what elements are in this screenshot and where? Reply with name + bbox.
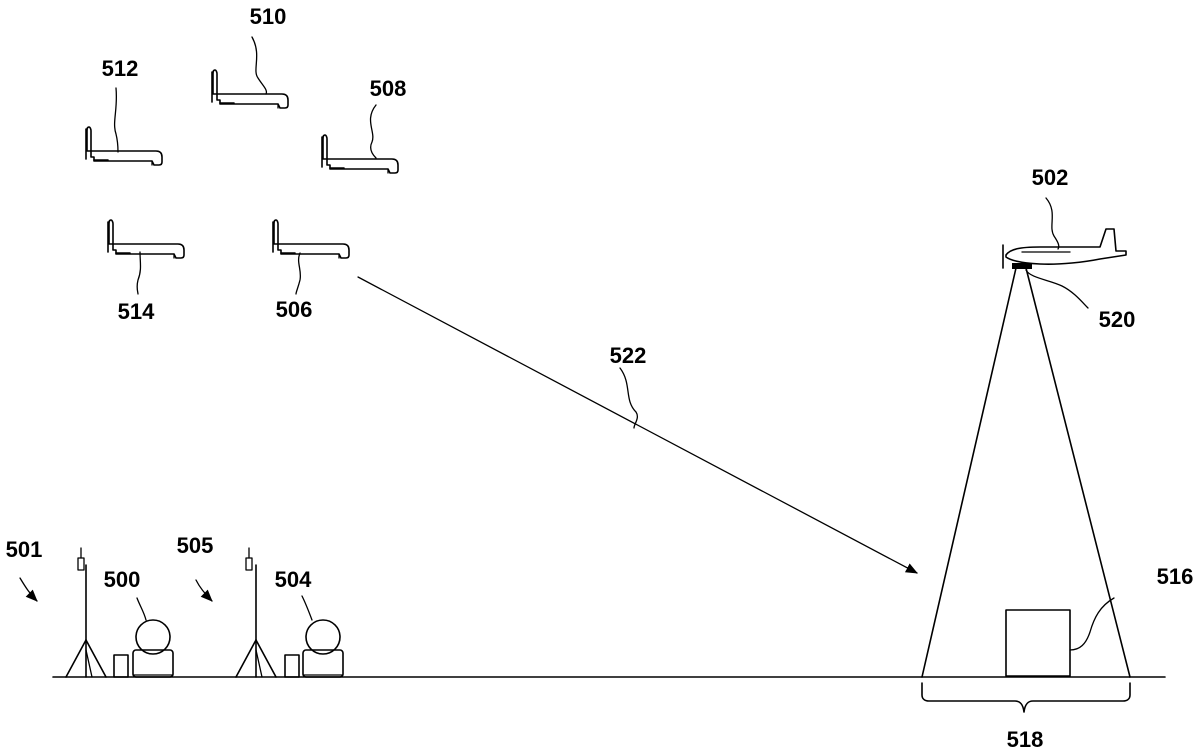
label-520: 520 [1099, 307, 1136, 332]
label-506: 506 [276, 297, 313, 322]
drone-506 [272, 219, 350, 295]
label-504: 504 [275, 567, 312, 592]
label-512: 512 [102, 56, 139, 81]
drone-510 [211, 36, 289, 109]
label-514: 514 [118, 299, 155, 324]
drone-514 [107, 219, 185, 295]
sensor-field-of-view [921, 267, 1131, 678]
drone-508 [321, 104, 399, 174]
aircraft-502 [1002, 197, 1127, 269]
leader-504 [301, 595, 313, 621]
antenna-mast-501 [65, 547, 107, 678]
label-501: 501 [6, 537, 43, 562]
label-500: 500 [104, 567, 141, 592]
label-516: 516 [1157, 564, 1194, 589]
label-505: 505 [177, 533, 214, 558]
dish-unit-500 [132, 619, 174, 678]
ground-station-501 [19, 547, 174, 678]
label-508: 508 [370, 76, 407, 101]
dish-unit-504 [302, 619, 344, 678]
arrow-501 [19, 577, 38, 602]
leader-520 [1025, 269, 1089, 309]
drone-512 [85, 87, 163, 166]
label-510: 510 [250, 4, 287, 29]
communication-link-522 [357, 276, 918, 574]
label-502: 502 [1032, 165, 1069, 190]
label-522: 522 [610, 343, 647, 368]
equipment-box-505 [284, 654, 300, 678]
antenna-mast-505 [235, 547, 277, 678]
target-516 [1005, 597, 1115, 677]
leader-522 [619, 367, 639, 429]
brace-518 [921, 682, 1131, 713]
label-518: 518 [1007, 727, 1044, 752]
equipment-box-501 [113, 654, 129, 678]
arrow-505 [195, 579, 213, 602]
ground-station-505 [195, 547, 344, 678]
leader-500 [136, 597, 147, 621]
